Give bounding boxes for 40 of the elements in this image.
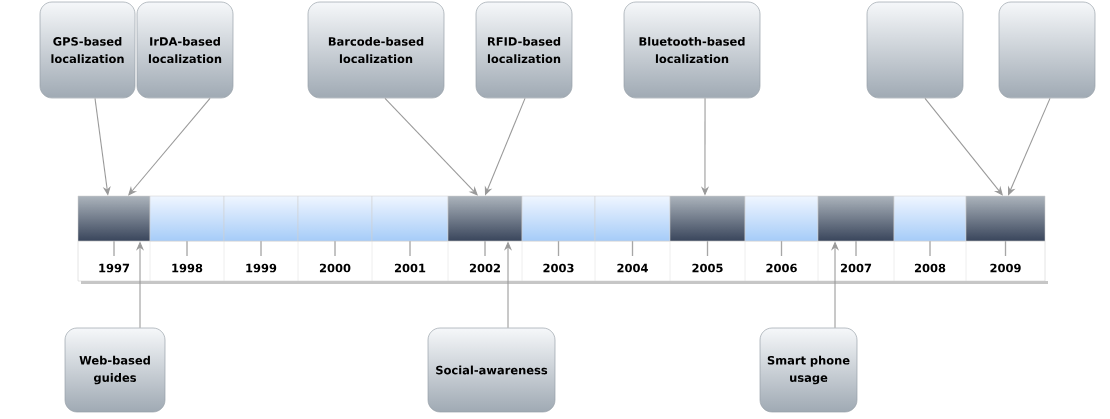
callout-box: Web-based guides — [64, 327, 166, 413]
year-label: 2009 — [990, 263, 1021, 273]
timeline-segment — [149, 195, 225, 242]
year-label: 2001 — [394, 263, 426, 273]
timeline-segment — [371, 195, 449, 242]
callout-box: Social-awareness — [427, 327, 556, 413]
arrow — [1008, 97, 1051, 196]
callout-box: IrDA-based localization — [136, 1, 234, 99]
year-label: 1997 — [99, 263, 130, 273]
timeline-segment — [594, 195, 671, 242]
year-label: 2006 — [766, 263, 797, 273]
year-label: 1999 — [246, 263, 277, 273]
callout-box: RFID-based localization — [475, 1, 573, 99]
year-label: 2002 — [469, 263, 500, 273]
timeline-segment — [447, 195, 523, 242]
timeline-segment — [669, 195, 746, 242]
timeline-segment — [965, 195, 1046, 242]
timeline-segment — [744, 195, 819, 242]
callout-box — [998, 1, 1096, 99]
timeline-segment — [893, 195, 967, 242]
year-label: 2007 — [840, 263, 872, 273]
timeline-segment — [521, 195, 596, 242]
callout-box: Smart phone usage — [759, 327, 858, 413]
arrow — [128, 97, 211, 196]
year-label: 2000 — [319, 263, 351, 273]
timeline-segment — [77, 195, 151, 242]
year-label: 1998 — [172, 263, 203, 273]
timeline-segment — [223, 195, 299, 242]
year-label: 2008 — [914, 263, 946, 273]
timeline-segment — [297, 195, 373, 242]
callout-box — [866, 1, 964, 99]
year-label: 2004 — [617, 263, 648, 273]
year-label: 2003 — [543, 263, 574, 273]
callout-box: Barcode-based localization — [307, 1, 445, 99]
arrow — [384, 97, 478, 196]
timeline-segment — [817, 195, 895, 242]
year-label: 2005 — [692, 263, 723, 273]
callout-box: Bluetooth-based localization — [623, 1, 761, 99]
callout-box: GPS-based localization — [39, 1, 136, 99]
arrow — [924, 97, 1003, 196]
